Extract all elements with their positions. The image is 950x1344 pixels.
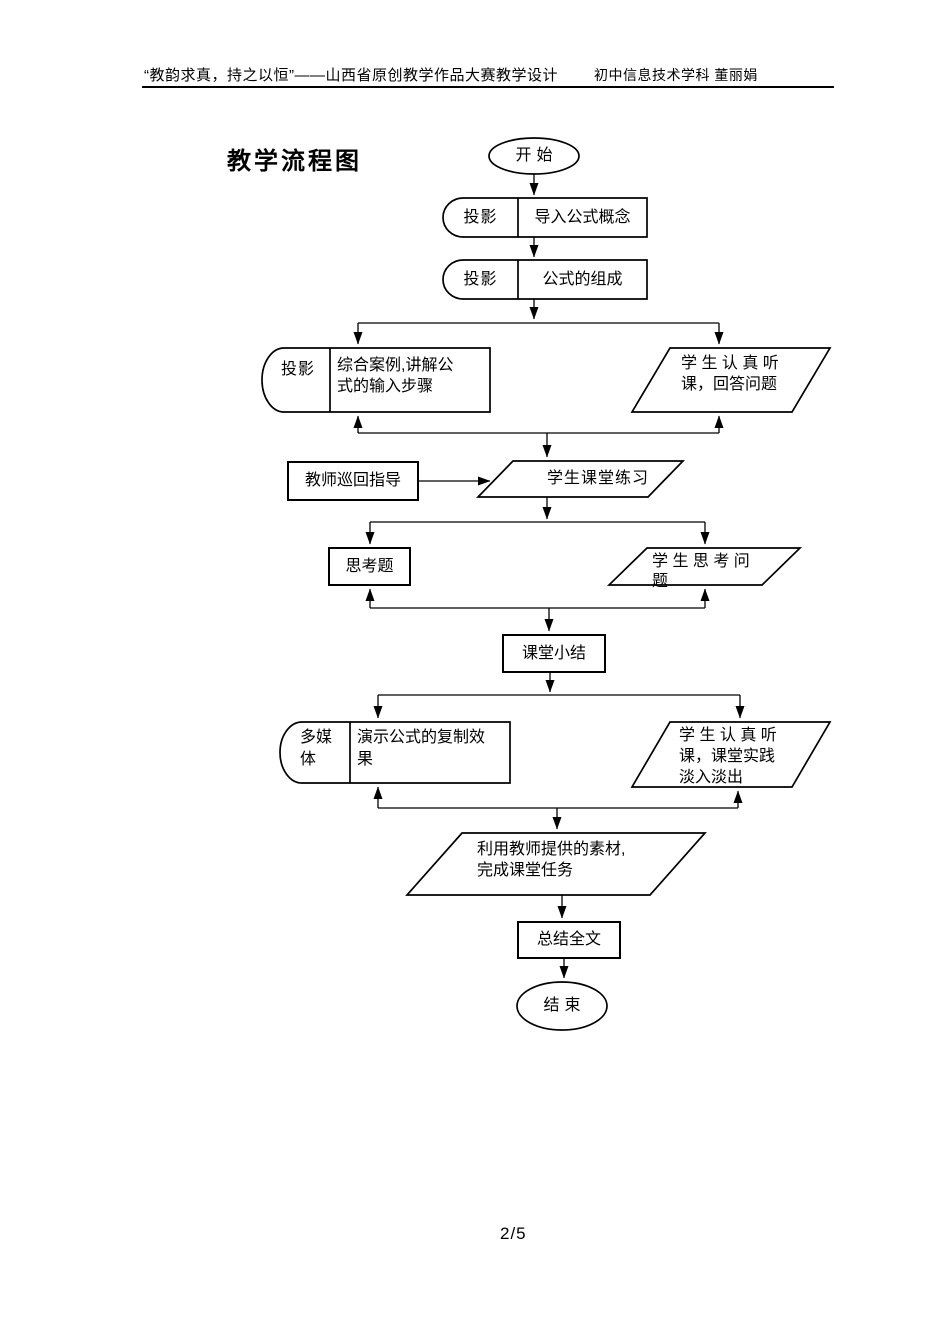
start-label: 开始: [515, 147, 558, 164]
node-listen2-shape: [632, 722, 830, 787]
page-number: 2/5: [500, 1224, 527, 1243]
node-case-tag: 投影: [280, 361, 315, 378]
node-intro-tag: 投影: [463, 209, 498, 226]
node-task-shape: [407, 833, 705, 895]
node-summary-label: 课堂小结: [521, 645, 586, 662]
header-right: 初中信息技术学科 董丽娟: [594, 67, 758, 83]
node-multimedia-tag: 多媒 体: [300, 729, 333, 768]
node-listen1-shape: [632, 348, 830, 412]
node-composition-shape: [443, 260, 647, 299]
node-multimedia-label: 演示公式的复制效 果: [357, 729, 486, 768]
header-rule: [142, 86, 834, 88]
node-teacher-guide-label: 教师巡回指导: [304, 472, 401, 489]
node-student-think-shape: [609, 548, 800, 585]
node-composition-tag: 投影: [463, 271, 498, 288]
node-composition-label: 公式的组成: [542, 271, 623, 288]
node-summary-shape: [503, 635, 605, 672]
node-think-question-shape: [329, 548, 410, 585]
node-think-question-label: 思考题: [345, 558, 394, 575]
node-listen1-label: 学 生 认 真 听 课，回答问题: [681, 355, 779, 393]
end-label: 结束: [543, 997, 586, 1014]
header-left: “教韵求真，持之以恒”——山西省原创教学作品大赛教学设计: [144, 67, 558, 84]
node-multimedia-shape: [280, 722, 510, 783]
node-listen2-label: 学 生 认 真 听 课，课堂实践 淡入淡出: [679, 727, 777, 786]
node-case-label: 综合案例,讲解公 式的输入步骤: [337, 357, 454, 395]
node-student-think-label: 学 生 思 考 问 题: [652, 553, 750, 590]
node-case-shape: [262, 348, 490, 412]
node-practice-label: 学生课堂练习: [546, 470, 649, 487]
page-title: 教学流程图: [227, 148, 362, 175]
end-terminator-shape: [517, 982, 607, 1030]
node-task-label: 利用教师提供的素材, 完成课堂任务: [477, 841, 626, 879]
node-intro-label: 导入公式概念: [534, 209, 631, 226]
node-conclude-shape: [518, 922, 620, 958]
node-intro-shape: [443, 198, 647, 237]
node-conclude-label: 总结全文: [536, 931, 601, 948]
